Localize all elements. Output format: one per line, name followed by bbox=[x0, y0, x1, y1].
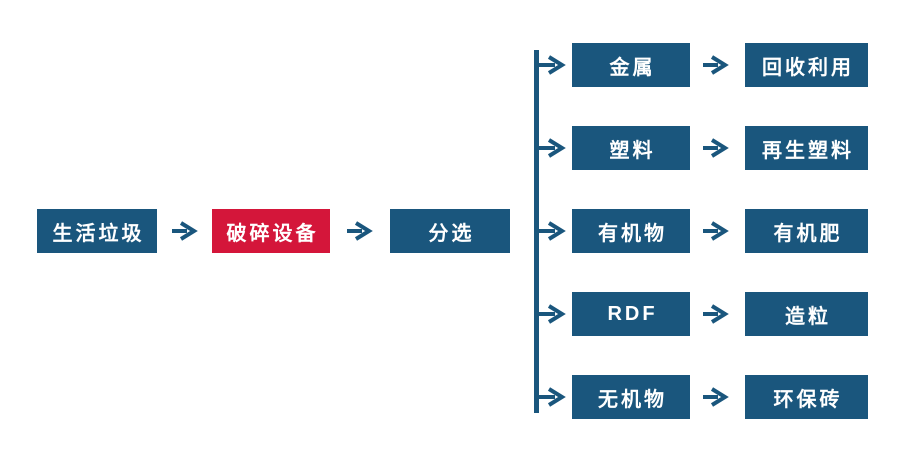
node-recycled-plastic: 再生塑料 bbox=[745, 126, 868, 170]
node-sorting: 分选 bbox=[390, 209, 510, 253]
node-eco-brick: 环保砖 bbox=[745, 375, 868, 419]
node-organic-fertilizer: 有机肥 bbox=[745, 209, 868, 253]
arrow-right-icon bbox=[536, 138, 566, 158]
arrow-right-icon bbox=[703, 304, 729, 324]
branch-row-metal: 金属 回收利用 bbox=[536, 43, 868, 87]
node-crushing-equipment: 破碎设备 bbox=[212, 209, 330, 253]
arrow-right-icon bbox=[703, 387, 729, 407]
arrow-right-icon bbox=[536, 304, 566, 324]
branch-row-organic: 有机物 有机肥 bbox=[536, 209, 868, 253]
node-metal: 金属 bbox=[572, 43, 690, 87]
node-rdf: RDF bbox=[572, 292, 690, 336]
arrow-right-icon bbox=[703, 55, 729, 75]
arrow-right-icon bbox=[536, 55, 566, 75]
node-organic: 有机物 bbox=[572, 209, 690, 253]
main-flow: 生活垃圾 破碎设备 分选 bbox=[37, 209, 510, 253]
arrow-right-icon bbox=[703, 138, 729, 158]
arrow-right-icon bbox=[703, 221, 729, 241]
node-household-waste: 生活垃圾 bbox=[37, 209, 157, 253]
node-inorganic: 无机物 bbox=[572, 375, 690, 419]
node-recycling: 回收利用 bbox=[745, 43, 868, 87]
arrow-right-icon bbox=[536, 387, 566, 407]
branch-row-rdf: RDF 造粒 bbox=[536, 292, 868, 336]
arrow-right-icon bbox=[347, 221, 373, 241]
branch-row-plastic: 塑料 再生塑料 bbox=[536, 126, 868, 170]
node-granulation: 造粒 bbox=[745, 292, 868, 336]
branch-row-inorganic: 无机物 环保砖 bbox=[536, 375, 868, 419]
node-plastic: 塑料 bbox=[572, 126, 690, 170]
arrow-right-icon bbox=[172, 221, 198, 241]
arrow-right-icon bbox=[536, 221, 566, 241]
